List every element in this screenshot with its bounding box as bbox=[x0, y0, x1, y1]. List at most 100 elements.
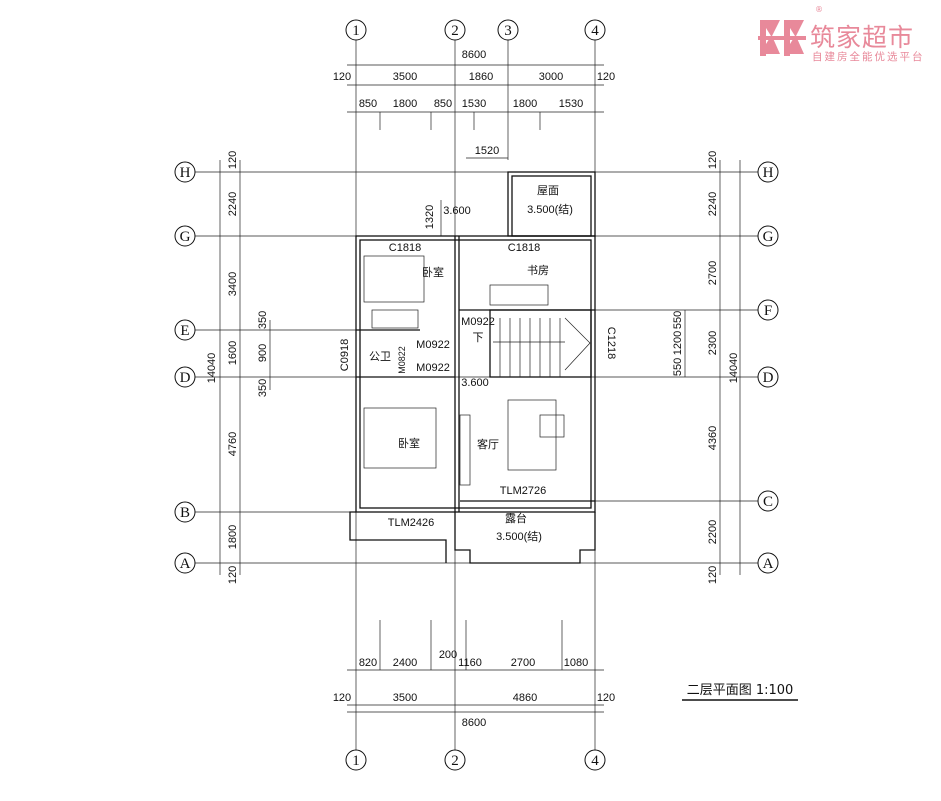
dim: 8600 bbox=[462, 49, 486, 61]
door-label: TLM2426 bbox=[388, 517, 434, 529]
dim: 3000 bbox=[539, 71, 563, 83]
dim: 4360 bbox=[707, 426, 719, 450]
axis-left: A bbox=[180, 556, 191, 572]
stairs bbox=[363, 255, 591, 486]
dim: 1860 bbox=[469, 71, 493, 83]
room-bedroom-2: 卧室 bbox=[398, 436, 420, 450]
dim: 120 bbox=[707, 566, 719, 584]
dimension-labels: 8600 120 3500 1860 3000 120 850 1800 850… bbox=[206, 49, 740, 729]
level-mark: 3.500(结) bbox=[527, 203, 573, 216]
registered-mark: ® bbox=[815, 5, 823, 14]
dim: 2200 bbox=[707, 520, 719, 544]
dim: 120 bbox=[333, 71, 351, 83]
dim: 200 bbox=[439, 649, 457, 661]
dim: 1520 bbox=[475, 145, 499, 157]
axis-left: D bbox=[180, 370, 191, 386]
dim: 120 bbox=[227, 151, 239, 169]
window-label: C1818 bbox=[389, 242, 421, 254]
axis-bottom: 2 bbox=[451, 753, 459, 769]
axis-right: C bbox=[763, 494, 773, 510]
drawing-title: 二层平面图 1:100 bbox=[687, 683, 794, 698]
axis-right: H bbox=[763, 165, 774, 181]
axis-left: G bbox=[180, 229, 191, 245]
axis-top: 4 bbox=[591, 23, 599, 39]
room-terrace: 露台 bbox=[505, 511, 527, 525]
axis-left: B bbox=[180, 505, 190, 521]
axis-top: 3 bbox=[504, 23, 512, 39]
brand-logo: ® 筑家超市 自建房全能优选平台 bbox=[758, 5, 923, 66]
logo-mark-icon bbox=[758, 20, 806, 56]
dim: 1530 bbox=[462, 98, 486, 110]
dim: 1800 bbox=[393, 98, 417, 110]
logo-name: 筑家超市 bbox=[810, 23, 915, 52]
dim: 1530 bbox=[559, 98, 583, 110]
axis-top: 1 bbox=[352, 23, 360, 39]
dim: 3400 bbox=[227, 272, 239, 296]
door-label: TLM2726 bbox=[500, 485, 546, 497]
dim: 820 bbox=[359, 657, 377, 669]
window-label: C1818 bbox=[508, 242, 540, 254]
room-roof: 屋面 bbox=[537, 184, 559, 197]
dim: 2700 bbox=[707, 261, 719, 285]
axis-bottom: 1 bbox=[352, 753, 360, 769]
axis-right: A bbox=[763, 556, 774, 572]
dim: 120 bbox=[597, 692, 615, 704]
dim: 1800 bbox=[227, 525, 239, 549]
stair-down: 下 bbox=[473, 331, 484, 344]
axis-right: G bbox=[763, 229, 774, 245]
room-study: 书房 bbox=[527, 264, 549, 277]
dim: 850 bbox=[434, 98, 452, 110]
dim: 14040 bbox=[206, 353, 218, 384]
dim: 120 bbox=[597, 71, 615, 83]
room-labels: 卧室 书房 公卫 卧室 客厅 屋面 露台 下 C1818 C1818 M0922… bbox=[339, 184, 617, 543]
logo-tagline: 自建房全能优选平台 bbox=[812, 51, 925, 63]
dim: 1800 bbox=[513, 98, 537, 110]
dim: 4860 bbox=[513, 692, 537, 704]
dim: 1080 bbox=[564, 657, 588, 669]
dim: 1160 bbox=[458, 657, 482, 669]
dim: 850 bbox=[359, 98, 377, 110]
dim: 1320 bbox=[424, 205, 436, 229]
room-bathroom: 公卫 bbox=[369, 350, 391, 363]
axis-labels: 1 2 3 4 1 2 4 H G E D B A H G F D C A bbox=[180, 23, 774, 769]
dim: 1200 bbox=[672, 331, 684, 355]
dim: 350 bbox=[257, 311, 269, 329]
dim: 3500 bbox=[393, 71, 417, 83]
axis-left: H bbox=[180, 165, 191, 181]
dim: 3500 bbox=[393, 692, 417, 704]
dim: 120 bbox=[333, 692, 351, 704]
walls bbox=[349, 171, 596, 564]
dim: 120 bbox=[227, 566, 239, 584]
axis-right: D bbox=[763, 370, 774, 386]
axis-left: E bbox=[180, 323, 189, 339]
dim: 14040 bbox=[728, 353, 740, 384]
door-label: M0922 bbox=[461, 316, 495, 328]
dim: 350 bbox=[257, 379, 269, 397]
window-label: C0918 bbox=[339, 339, 351, 371]
axis-bottom: 4 bbox=[591, 753, 599, 769]
dim: 900 bbox=[257, 344, 269, 362]
level-mark: 3.600 bbox=[461, 377, 489, 389]
axis-bubbles bbox=[174, 19, 779, 771]
dim: 2700 bbox=[511, 657, 535, 669]
axis-right: F bbox=[764, 303, 772, 319]
level-mark: 3.500(结) bbox=[496, 530, 542, 543]
dim: 4760 bbox=[227, 432, 239, 456]
dim: 550 bbox=[672, 311, 684, 329]
window-label: C1218 bbox=[605, 327, 617, 359]
door-label: M0822 bbox=[397, 346, 407, 374]
dim: 2300 bbox=[707, 331, 719, 355]
room-living: 客厅 bbox=[477, 437, 499, 451]
room-bedroom-1: 卧室 bbox=[422, 265, 444, 279]
dim: 1600 bbox=[227, 341, 239, 365]
door-label: M0922 bbox=[416, 362, 450, 374]
dim: 8600 bbox=[462, 717, 486, 729]
axis-top: 2 bbox=[451, 23, 459, 39]
dim: 120 bbox=[707, 151, 719, 169]
dim: 2240 bbox=[707, 192, 719, 216]
level-mark: 3.600 bbox=[443, 205, 471, 217]
dim: 2400 bbox=[393, 657, 417, 669]
door-label: M0922 bbox=[416, 339, 450, 351]
dim: 2240 bbox=[227, 192, 239, 216]
